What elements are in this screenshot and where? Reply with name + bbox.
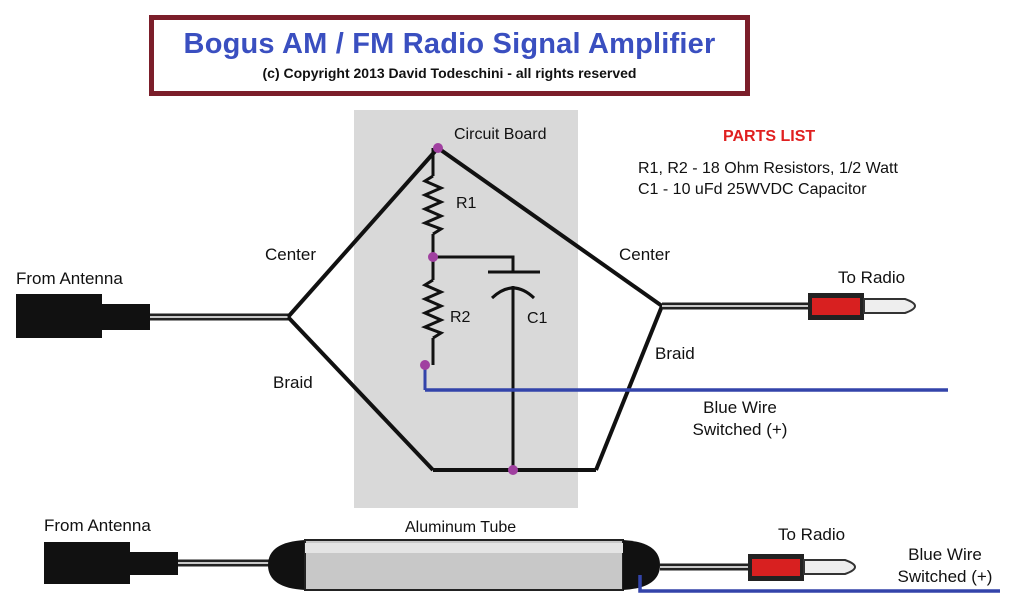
title-box: Bogus AM / FM Radio Signal Amplifier (c)… [149,15,750,96]
blue-wire-bottom-label-line2: Switched (+) [897,567,993,586]
tube-cap-right [623,540,660,590]
center-wire-left [286,146,440,319]
r2-label: R2 [450,309,471,326]
circuit-board [354,110,578,508]
blue-wire-label-line2: Switched (+) [692,420,788,439]
to-radio-label-top: To Radio [838,268,906,287]
from-antenna-label-bottom: From Antenna [44,516,151,535]
copyright-text: (c) Copyright 2013 David Todeschini - al… [262,65,637,81]
tube-cap-left [268,540,305,590]
from-antenna-label-top: From Antenna [16,269,123,288]
resistor-r1 [421,174,445,236]
node-bottom [508,465,518,475]
center-wire-right [436,146,664,308]
blue-wire-bottom [638,575,1000,593]
braid-wire-left [286,315,435,472]
node-mid [428,252,438,262]
node-top [433,143,443,153]
r1-label: R1 [456,195,477,212]
node-r2-bottom [420,360,430,370]
radio-plug-tip-top [863,298,916,314]
braid-wire-right [594,305,664,471]
to-radio-label-bottom: To Radio [778,525,846,544]
circuit-board-label: Circuit Board [454,126,547,143]
center-label-left: Center [265,245,317,264]
parts-list-title: PARTS LIST [723,128,816,145]
resistor-r2 [421,278,445,340]
antenna-plug-top [16,294,102,338]
aluminum-tube-label: Aluminum Tube [405,519,517,536]
page-title: Bogus AM / FM Radio Signal Amplifier [183,28,716,60]
radio-plug-tip-bottom [803,559,856,575]
center-label-right: Center [619,245,671,264]
blue-wire-label-line1: Blue Wire [703,398,777,417]
braid-label-left: Braid [273,373,313,392]
parts-list-item: R1, R2 - 18 Ohm Resistors, 1/2 Watt [638,160,898,177]
parts-list-item: C1 - 10 uFd 25WVDC Capacitor [638,181,867,198]
antenna-plug-bottom [44,542,130,584]
braid-label-right: Braid [655,344,695,363]
c1-label: C1 [527,310,548,327]
capacitor-lead-top [433,255,515,272]
blue-wire-bottom-label-line1: Blue Wire [908,545,982,564]
